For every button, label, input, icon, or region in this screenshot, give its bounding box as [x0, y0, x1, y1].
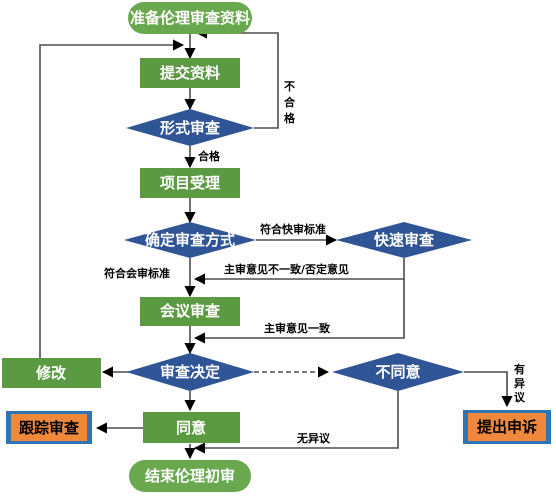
node-formal-review: 形式审查: [126, 109, 254, 146]
node-formal-review-label: 形式审查: [160, 119, 221, 137]
edge-disagree-end: [193, 391, 399, 454]
node-start: 准备伦理审查资料: [128, 2, 252, 34]
edge-label-no-objection: 无异议: [296, 431, 331, 445]
edge-label-objection-3: 议: [514, 390, 526, 404]
node-appeal: 提出申诉: [463, 410, 551, 444]
connectors: [39, 27, 513, 460]
node-end: 结束伦理初审: [129, 460, 251, 492]
edge-label-objection-2: 异: [514, 377, 525, 390]
edge-label-objection-1: 有: [514, 362, 525, 376]
edge-label-qualified: 合格: [198, 149, 221, 163]
edge-modify-resubmit: [39, 39, 185, 358]
edge-label-reviewer-agree: 主审意见一致: [264, 321, 331, 335]
node-agree-label: 同意: [176, 419, 206, 437]
node-agree: 同意: [143, 412, 240, 443]
edge-label-meets-expedited: 符合快审标准: [260, 222, 326, 236]
node-disagree: 不同意: [332, 353, 464, 391]
edge-disagree-appeal: [464, 371, 513, 408]
node-appeal-label: 提出申诉: [477, 418, 537, 436]
node-follow-up: 跟踪审查: [6, 411, 92, 444]
node-disagree-label: 不同意: [375, 363, 420, 381]
edge-label-not-qualified-2: 合: [284, 95, 296, 109]
node-determine-method-label: 确定审查方式: [145, 231, 235, 249]
node-determine-method: 确定审查方式: [124, 222, 256, 258]
edge-label-meets-meeting: 符合会审标准: [104, 266, 170, 280]
node-accept: 项目受理: [140, 168, 240, 198]
node-submit: 提交资料: [140, 58, 240, 88]
edge-expedited-decision: [193, 279, 405, 344]
node-modify: 修改: [2, 358, 101, 388]
node-review-decision-label: 审查决定: [160, 363, 220, 381]
edge-label-reviewer-disagree: 主审意见不一致/否定意见: [224, 262, 349, 276]
node-accept-label: 项目受理: [160, 174, 220, 192]
node-review-decision: 审查决定: [126, 353, 254, 391]
node-modify-label: 修改: [35, 364, 67, 382]
edge-label-not-qualified-3: 格: [284, 111, 296, 125]
node-meeting-review: 会议审查: [140, 297, 240, 326]
node-start-label: 准备伦理审查资料: [130, 9, 250, 27]
edge-labels: 不 合 格 合格 符合快审标准 符合会审标准 主审意见不一致/否定意见 主审意见…: [104, 80, 526, 445]
edge-label-not-qualified-1: 不: [284, 80, 295, 93]
node-follow-up-label: 跟踪审查: [19, 419, 80, 437]
node-submit-label: 提交资料: [160, 64, 220, 82]
node-expedited-review: 快速审查: [336, 222, 472, 258]
node-meeting-review-label: 会议审查: [160, 302, 221, 320]
node-expedited-review-label: 快速审查: [374, 231, 435, 249]
node-end-label: 结束伦理初审: [145, 467, 235, 485]
